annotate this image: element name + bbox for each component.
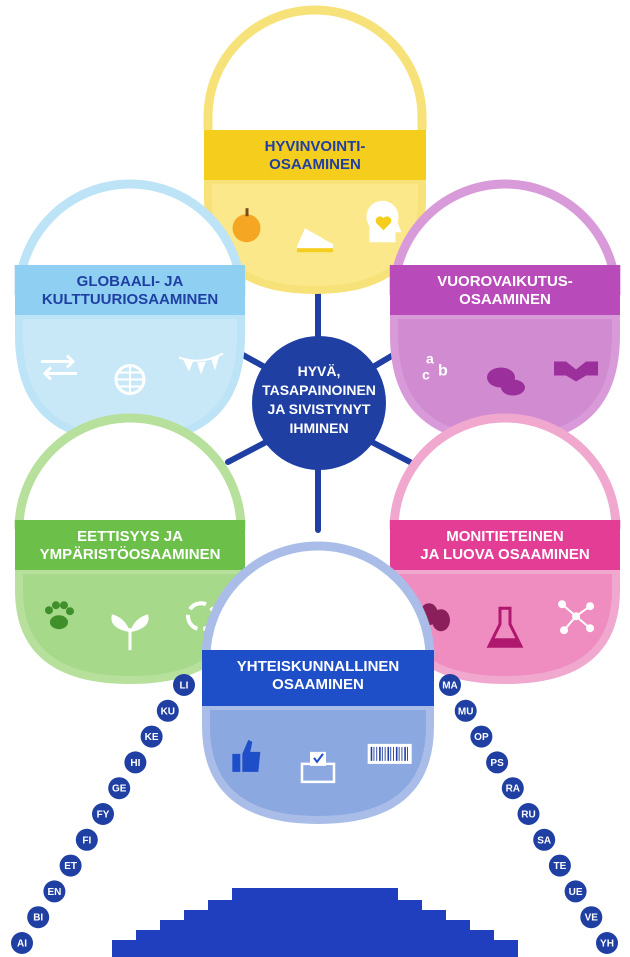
competence-monitieteinen-label-1: MONITIETEINEN: [446, 528, 564, 545]
subject-bubble: KE: [140, 725, 163, 748]
subject-label: PS: [490, 758, 504, 769]
subject-bubble: GE: [108, 777, 131, 800]
center-line-4: IHMINEN: [289, 420, 348, 436]
subject-label: RU: [521, 810, 535, 821]
center-node: HYVÄ, TASAPAINOINEN JA SIVISTYNYT IHMINE…: [252, 336, 386, 470]
globe-icon: [114, 364, 146, 395]
competence-hyvinvointi-label-2: OSAAMINEN: [269, 156, 361, 173]
ballot-box-icon: [300, 751, 336, 784]
subject-bubble: AI: [11, 932, 33, 954]
subject-bubble: MU: [454, 699, 477, 722]
subject-label: KU: [161, 706, 175, 717]
competence-globaali-label-2: KULTTUURIOSAAMINEN: [42, 291, 218, 308]
subject-bubble: RA: [501, 777, 524, 800]
subject-label: OP: [474, 732, 489, 743]
subject-bubble: BI: [27, 906, 50, 929]
subject-bubble: MA: [439, 674, 461, 696]
paw-icon: [44, 601, 74, 630]
subject-label: FY: [97, 810, 110, 821]
barcode-icon: [367, 743, 412, 764]
handshake-icon: [554, 361, 599, 382]
subject-bubble: PS: [486, 751, 509, 774]
subject-bubble: OP: [470, 725, 493, 748]
subject-label: YH: [600, 939, 614, 950]
center-line-3: JA SIVISTYNYT: [268, 401, 371, 417]
subject-label: RA: [506, 784, 520, 795]
svg-text:b: b: [438, 363, 448, 380]
subject-bubble: ET: [59, 854, 82, 877]
competence-hyvinvointi: HYVINVOINTI-OSAAMINEN: [203, 5, 427, 295]
subject-bubble: HI: [124, 751, 147, 774]
flask-icon: [486, 606, 524, 648]
subject-bubble: FY: [92, 803, 114, 825]
head-heart-icon: [366, 200, 402, 243]
sneaker-icon: [297, 228, 333, 253]
competence-yhteiskunnallinen-label-2: OSAAMINEN: [272, 676, 364, 693]
subject-label: SA: [537, 835, 551, 846]
subject-label: FI: [82, 835, 91, 846]
competence-yhteiskunnallinen-label-1: YHTEISKUNNALLINEN: [237, 658, 400, 675]
subject-label: ET: [64, 861, 77, 872]
exchange-arrows-icon: [40, 354, 77, 381]
competence-vuorovaikutus: VUOROVAIKUTUS-OSAAMINEN abc: [389, 179, 621, 445]
stairs: [112, 888, 518, 957]
competence-monitieteinen-label-2: JA LUOVA OSAAMINEN: [420, 546, 589, 563]
competence-eettisyys-label-2: YMPÄRISTÖOSAAMINEN: [40, 546, 221, 563]
competence-vuorovaikutus-label-1: VUOROVAIKUTUS-: [437, 273, 573, 290]
network-icon: [558, 600, 595, 635]
subject-label: EN: [47, 887, 61, 898]
subject-bubble: SA: [533, 828, 556, 851]
subject-bubble: TE: [548, 854, 571, 877]
subject-bubble: EN: [43, 880, 66, 903]
subject-label: AI: [17, 939, 27, 950]
svg-text:a: a: [426, 351, 434, 367]
speech-bubbles-icon: [487, 367, 525, 396]
center-line-2: TASAPAINOINEN: [262, 382, 376, 398]
subject-label: MU: [458, 706, 474, 717]
sprout-icon: [111, 614, 149, 651]
subject-bubble: VE: [580, 906, 603, 929]
competence-globaali-label-1: GLOBAALI- JA: [77, 273, 184, 290]
competence-eettisyys-label-1: EETTISYYS JA: [77, 528, 183, 545]
subject-label: HI: [130, 758, 140, 769]
thumbs-up-icon: [232, 739, 261, 772]
center-line-1: HYVÄ,: [298, 363, 341, 379]
subject-label: TE: [554, 861, 567, 872]
subject-label: GE: [112, 784, 127, 795]
apple-icon: [232, 208, 261, 243]
subject-bubble: RU: [517, 803, 540, 825]
bunting-flags-icon: [178, 352, 224, 375]
subject-label: BI: [33, 913, 43, 924]
svg-text:c: c: [422, 367, 430, 383]
subject-label: UE: [569, 887, 583, 898]
connectors: [222, 282, 413, 533]
subject-label: VE: [585, 913, 599, 924]
subject-bubble: FI: [75, 828, 98, 851]
subject-bubble: KU: [156, 699, 179, 722]
subject-label: MA: [442, 681, 458, 692]
subject-label: LI: [180, 681, 189, 692]
competence-vuorovaikutus-label-2: OSAAMINEN: [459, 291, 551, 308]
subject-bubble: UE: [564, 880, 587, 903]
subject-label: KE: [145, 732, 159, 743]
subject-bubble: LI: [173, 674, 195, 696]
subject-bubble: YH: [596, 932, 618, 954]
letters-abc-icon: abc: [422, 351, 448, 383]
competence-hyvinvointi-label-1: HYVINVOINTI-: [265, 138, 366, 155]
